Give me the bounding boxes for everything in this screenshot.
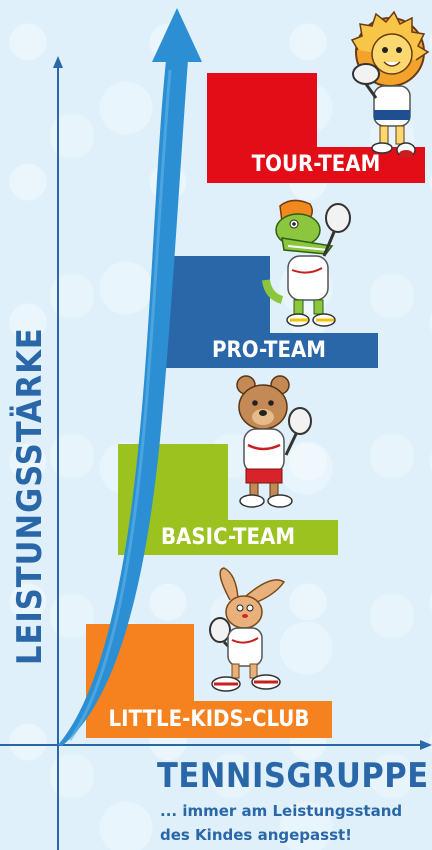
step-little-kids-club: [86, 624, 332, 738]
y-axis-arrowhead: [53, 56, 63, 68]
step-pro-team: [160, 256, 378, 368]
crocodile-mascot-icon: [262, 199, 351, 327]
bear-mascot-icon: [236, 375, 312, 508]
x-axis-label: TENNISGRUPPE: [157, 756, 429, 796]
lion-mascot-icon: [350, 10, 430, 158]
step-label-pro-team: PRO-TEAM: [211, 338, 326, 363]
step-tour-team: [207, 73, 425, 183]
rabbit-mascot-icon: [209, 567, 286, 692]
step-label-basic-team: BASIC-TEAM: [160, 525, 296, 550]
tagline-line-2: des Kindes angepasst!: [160, 826, 353, 844]
step-label-tour-team: TOUR-TEAM: [251, 152, 381, 177]
tagline-line-1: ... immer am Leistungsstand: [160, 802, 403, 820]
growth-arrow-icon: [58, 8, 202, 746]
y-axis-label: LEISTUNGSSTÄRKE: [10, 327, 50, 665]
x-axis-arrowhead: [420, 740, 432, 750]
step-label-little-kids-club: LITTLE-KIDS-CLUB: [108, 707, 310, 732]
